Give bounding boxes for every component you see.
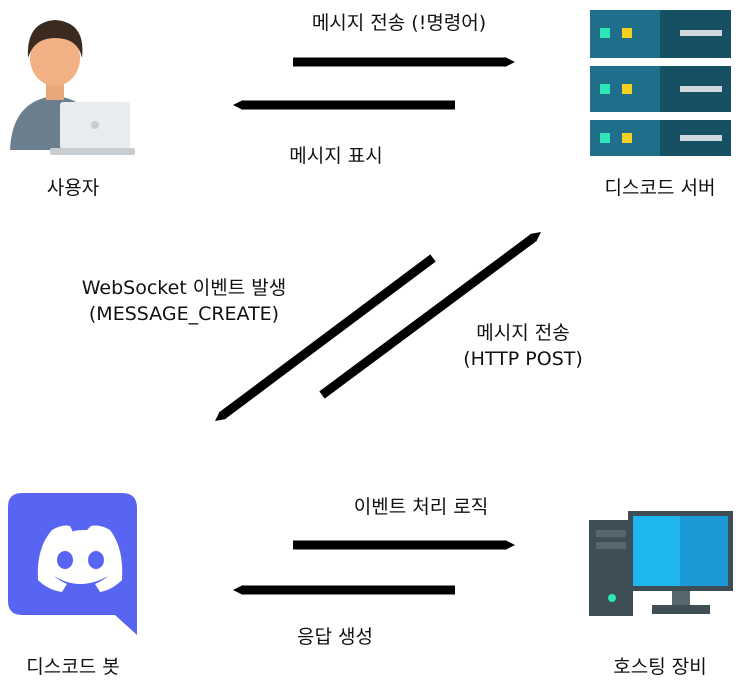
node-label-user: 사용자 — [46, 177, 100, 199]
edge-label-http-send-sub: (HTTP POST) — [463, 348, 583, 370]
node-label-server: 디스코드 서버 — [604, 177, 716, 199]
arrow-bot-to-server — [319, 232, 542, 399]
edge-label-process-event: 이벤트 처리 로직 — [353, 496, 489, 518]
discord-logo-icon — [8, 493, 137, 635]
node-label-host: 호스팅 장비 — [613, 656, 707, 678]
node-label-bot: 디스코드 봇 — [26, 656, 120, 678]
edge-label-http-send: 메시지 전송 — [476, 322, 570, 344]
server-rack-icon — [590, 10, 731, 156]
edge-label-display-message: 메시지 표시 — [289, 145, 383, 167]
edge-label-generate-response: 응답 생성 — [297, 626, 373, 648]
edge-label-send-command: 메시지 전송 (!명령어) — [311, 12, 487, 34]
edge-label-websocket-event-sub: (MESSAGE_CREATE) — [88, 303, 280, 325]
edge-label-websocket-event: WebSocket 이벤트 발생 — [81, 277, 287, 299]
user-laptop-icon — [10, 20, 135, 155]
arrow-server-to-bot — [214, 254, 436, 421]
desktop-computer-icon — [589, 511, 733, 616]
